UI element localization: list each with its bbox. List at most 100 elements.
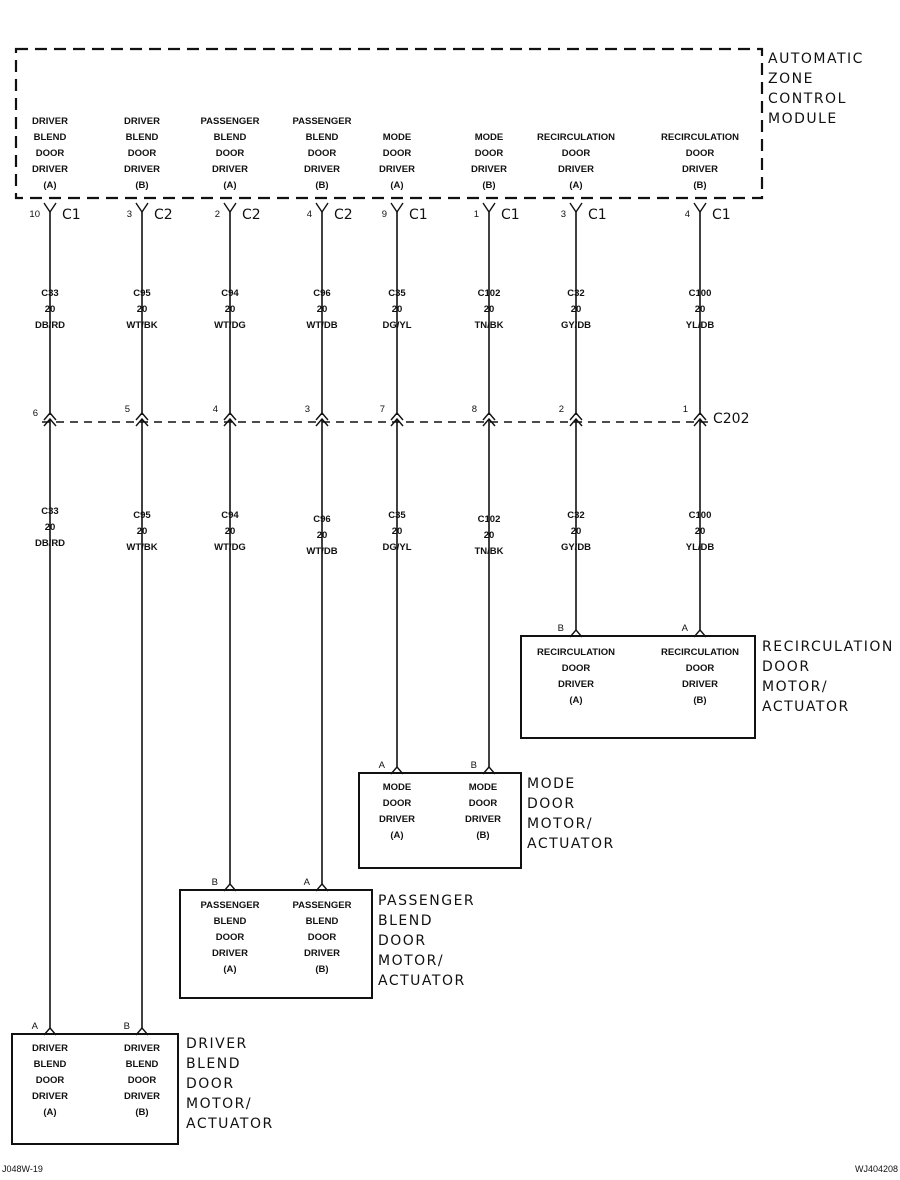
module-terminal-mode-b: MODE DOOR DRIVER (B) [471,132,507,191]
component-label-line: DRIVER [32,1043,68,1054]
component-label-line: BLEND [306,916,339,927]
component-label-line: MODE [469,782,498,793]
c202-connector-name: C202 [713,411,750,427]
component-label-line: (A) [43,1107,56,1118]
terminal-label-line: DOOR [308,148,337,159]
component-title-line: ACTUATOR [378,973,466,989]
component-label-line: RECIRCULATION [661,647,739,658]
module-terminal-chevron [135,202,149,214]
terminal-label-line: (A) [569,180,582,191]
terminal-label-line: DOOR [383,148,412,159]
recirc-pin-a: A [682,623,689,634]
module-pin-number: 4 [685,209,690,220]
mode-actuator-box [358,772,522,869]
component-terminal-chevron [223,882,237,892]
recirc-pin-b: B [558,623,564,634]
c202-pin-number: 7 [380,404,385,415]
terminal-label-line: (B) [482,180,495,191]
component-title-line: ACTUATOR [186,1116,274,1132]
terminal-label-line: DRIVER [682,164,718,175]
terminal-label-line: DRIVER [558,164,594,175]
terminal-label-line: BLEND [306,132,339,143]
component-title-line: DOOR [378,933,427,949]
module-pin-number: 10 [29,209,40,220]
wire-labels-upper: C33 20 DB/RD C95 20 WT/BK C94 20 WT/DG C… [35,288,714,331]
component-label-line: BLEND [214,916,247,927]
module-connector-name: C1 [712,207,731,223]
terminal-label-line: PASSENGER [293,116,352,127]
terminal-label-line: DRIVER [304,164,340,175]
module-terminal-chevron [569,202,583,214]
module-pin-number: 3 [561,209,566,220]
terminal-label-line: RECIRCULATION [661,132,739,143]
module-title-line: MODULE [768,111,838,127]
module-terminal-chevron [693,202,707,214]
footer-right-ref: WJ404208 [855,1164,898,1174]
c202-terminal-chevron [569,411,583,421]
driver-pin-a: A [32,1021,39,1032]
terminal-label-line: BLEND [214,132,247,143]
component-label-line: (B) [693,695,706,706]
component-terminal-chevron [693,628,707,638]
component-title-line: MOTOR/ [186,1096,252,1112]
terminal-label-line: (B) [135,180,148,191]
module-connector-name: C1 [62,207,81,223]
module-connector-name: C2 [154,207,173,223]
component-terminal-chevron [569,628,583,638]
terminal-label-line: MODE [475,132,504,143]
component-title-line: MOTOR/ [527,816,593,832]
c202-pin-number: 6 [33,408,38,419]
terminal-label-line: (A) [390,180,403,191]
terminal-label-line: DRIVER [124,116,160,127]
module-terminal-chevron [315,202,329,214]
component-terminal-chevron [482,765,496,775]
component-title-line: BLEND [186,1056,241,1072]
c202-pin-number: 8 [472,404,477,415]
module-connector-name: C1 [409,207,428,223]
component-label-line: DOOR [686,663,715,674]
c202-terminal-chevron [315,411,329,421]
terminal-label-line: DOOR [216,148,245,159]
module-terminal-chevron [482,202,496,214]
c202-terminal-chevron [135,411,149,421]
driver-terminal-b: DRIVER BLEND DOOR DRIVER (B) [124,1043,160,1118]
component-terminal-chevron [135,1026,149,1036]
c202-pin-number: 4 [213,404,218,415]
driver-blend-actuator-box [11,1033,179,1145]
recirc-terminal-a: RECIRCULATION DOOR DRIVER (A) [537,647,615,706]
component-title-line: ACTUATOR [762,699,850,715]
module-terminal-recirc-b: RECIRCULATION DOOR DRIVER (B) [661,132,739,191]
module-terminal-mode-a: MODE DOOR DRIVER (A) [379,132,415,191]
terminal-label-line: (B) [315,180,328,191]
c202-pin-number: 2 [559,404,564,415]
terminal-label-line: DRIVER [471,164,507,175]
passenger-pin-a: A [304,877,311,888]
component-title-line: DOOR [186,1076,235,1092]
recirc-terminal-b: RECIRCULATION DOOR DRIVER (B) [661,647,739,706]
component-label-line: PASSENGER [293,900,352,911]
component-label-line: DRIVER [379,814,415,825]
component-label-line: RECIRCULATION [537,647,615,658]
component-label-line: MODE [383,782,412,793]
module-pin-number: 2 [215,209,220,220]
module-terminal-chevron [43,202,57,214]
module-terminal-passenger-blend-a: PASSENGER BLEND DOOR DRIVER (A) [201,116,260,191]
module-terminal-driver-blend-b: DRIVER BLEND DOOR DRIVER (B) [124,116,160,191]
terminal-label-line: DOOR [686,148,715,159]
terminal-label-line: DOOR [36,148,65,159]
component-title-line: MODE [527,776,576,792]
component-label-line: DRIVER [212,948,248,959]
terminal-label-line: (A) [223,180,236,191]
component-label-line: DRIVER [124,1043,160,1054]
component-label-line: DOOR [469,798,498,809]
module-connector-name: C1 [588,207,607,223]
terminal-label-line: (B) [693,180,706,191]
terminal-label-line: DOOR [562,148,591,159]
module-terminal-chevron [223,202,237,214]
driver-blend-actuator-title: DRIVER BLEND DOOR MOTOR/ ACTUATOR [186,1036,274,1132]
component-label-line: DRIVER [465,814,501,825]
module-pin-number: 1 [474,209,479,220]
module-connector-name: C2 [242,207,261,223]
component-label-line: BLEND [34,1059,67,1070]
terminal-label-line: DOOR [475,148,504,159]
